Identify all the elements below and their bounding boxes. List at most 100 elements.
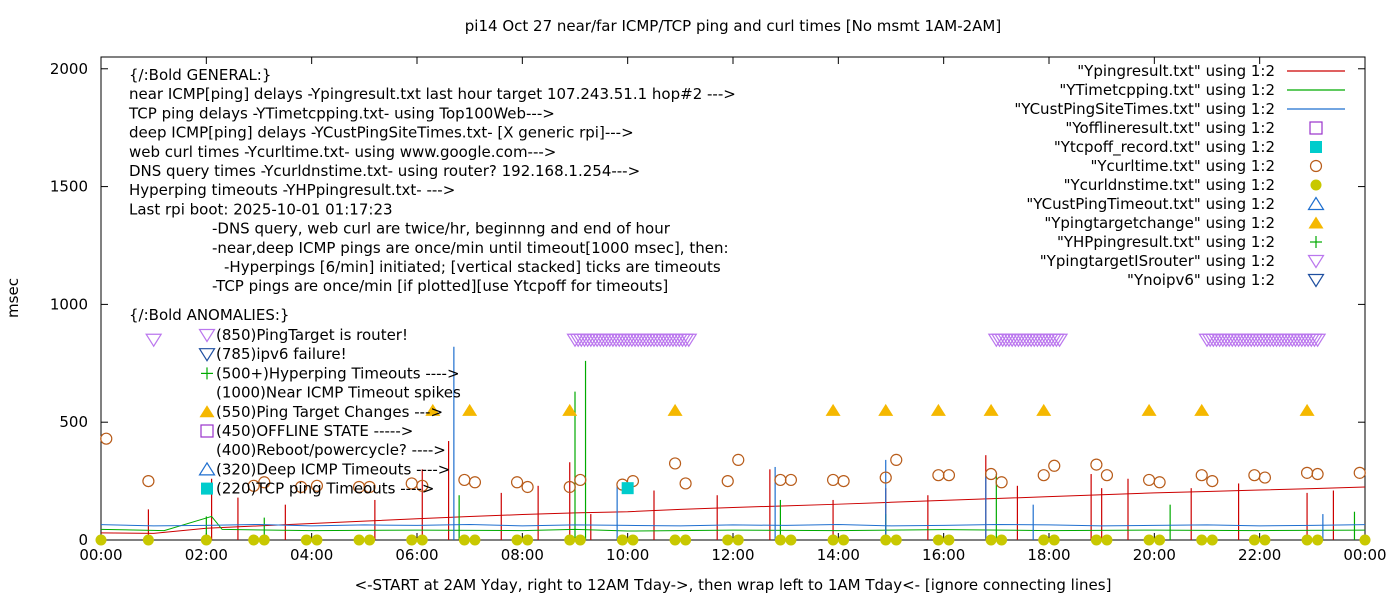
series-point — [510, 476, 524, 489]
series-point — [1101, 534, 1113, 546]
series-point — [1142, 473, 1156, 487]
series-point — [458, 473, 471, 487]
legend-label: "YHPpingresult.txt" using 1:2 — [1057, 233, 1275, 251]
x-tick-label: 14:00 — [817, 546, 860, 564]
info-line: DNS query times -Ycurldnstime.txt- using… — [129, 162, 640, 180]
legend-swatch — [1307, 273, 1325, 288]
anomaly-marker — [198, 461, 216, 476]
info-line: web curl times -Ycurltime.txt- using www… — [129, 143, 556, 161]
series-point — [880, 534, 892, 546]
series-point — [142, 474, 155, 488]
chart-title: pi14 Oct 27 near/far ICMP/TCP ping and c… — [465, 17, 1001, 35]
series-point — [1258, 471, 1272, 484]
y-axis-label: msec — [4, 278, 22, 318]
series-point — [1311, 467, 1324, 481]
anomaly-label: (450)OFFLINE STATE -----> — [216, 422, 413, 440]
series-point — [732, 534, 744, 546]
info-line: near ICMP[ping] delays -Ypingresult.txt … — [129, 85, 736, 103]
series-point — [416, 479, 429, 492]
series-point — [984, 467, 998, 481]
series-point — [784, 473, 798, 487]
series-point — [1036, 403, 1052, 416]
series-point — [732, 453, 745, 466]
series-point — [353, 534, 365, 546]
series-point — [574, 534, 586, 546]
series-point — [1206, 474, 1219, 488]
series-point — [469, 534, 481, 546]
anomaly-marker — [201, 367, 213, 380]
anomaly-label: (400)Reboot/powercycle? ----> — [216, 441, 446, 459]
router-target-point — [1309, 333, 1327, 348]
series-point — [1248, 469, 1261, 482]
series-point — [722, 534, 734, 546]
series-point — [679, 477, 692, 490]
series-point — [248, 534, 260, 546]
series-point — [1353, 466, 1366, 479]
series-point — [247, 479, 260, 492]
series-point — [406, 534, 418, 546]
series-point — [680, 534, 692, 546]
anomaly-marker — [201, 482, 213, 495]
legend-label: "Ycurldnstime.txt" using 1:2 — [1064, 176, 1275, 194]
series-point — [363, 480, 376, 494]
x-tick-label: 18:00 — [1027, 546, 1070, 564]
legend-swatch — [1309, 159, 1323, 173]
info-line: -Hyperpings [6/min] initiated; [vertical… — [224, 258, 721, 276]
y-tick-label: 2000 — [50, 60, 88, 78]
series-point — [258, 476, 271, 489]
series-point — [838, 534, 850, 546]
series-point — [416, 534, 428, 546]
y-tick-label: 0 — [78, 531, 88, 549]
series-line — [100, 515, 1366, 532]
series-point — [667, 403, 683, 416]
info-line: -TCP pings are once/min [if plotted][use… — [212, 277, 668, 295]
anomaly-marker — [198, 348, 216, 362]
anomaly-marker — [200, 424, 214, 438]
router-target-run — [1198, 333, 1327, 348]
series-point — [774, 534, 786, 546]
x-tick-label: 16:00 — [922, 546, 965, 564]
series-point — [1143, 534, 1155, 546]
series-point — [932, 534, 944, 546]
series-line — [100, 486, 1366, 534]
x-tick-label: 00:00 — [79, 546, 122, 564]
legend: "Ypingresult.txt" using 1:2"YTimetcpping… — [1014, 62, 1345, 289]
series-point — [574, 473, 587, 487]
x-tick-label: 02:00 — [185, 546, 228, 564]
series-point — [1359, 534, 1371, 546]
series-point — [1312, 534, 1324, 546]
legend-swatch — [1307, 254, 1325, 269]
series-point — [983, 403, 999, 416]
series-point — [669, 534, 681, 546]
series-point — [468, 476, 482, 489]
legend-label: "YpingtargetISrouter" using 1:2 — [1040, 252, 1275, 270]
x-axis-label: <-START at 2AM Yday, right to 12AM Tday-… — [355, 576, 1112, 594]
series-point — [1300, 466, 1314, 479]
series-point — [890, 453, 903, 466]
series-point — [1037, 469, 1050, 482]
x-tick-label: 06:00 — [395, 546, 438, 564]
legend-label: "Ynoipv6" using 1:2 — [1127, 271, 1275, 289]
series-point — [1090, 458, 1103, 471]
y-tick-label: 1500 — [50, 178, 88, 196]
series-point — [1301, 534, 1313, 546]
series-point — [462, 403, 478, 416]
x-tick-label: 04:00 — [290, 546, 333, 564]
series-point — [522, 534, 534, 546]
series-line — [100, 523, 1366, 527]
series-point — [1259, 534, 1271, 546]
series-point — [996, 534, 1008, 546]
legend-label: "YCustPingTimeout.txt" using 1:2 — [1026, 195, 1275, 213]
legend-swatch — [1310, 179, 1322, 191]
series-point — [890, 534, 902, 546]
series-point — [521, 480, 534, 494]
legend-label: "Ycurltime.txt" using 1:2 — [1090, 157, 1275, 175]
series-point — [295, 480, 308, 494]
series-point — [458, 534, 470, 546]
series-point — [258, 534, 270, 546]
x-tick-label: 22:00 — [1238, 546, 1281, 564]
anomaly-label: (550)Ping Target Changes ---> — [216, 403, 443, 421]
info-line: Last rpi boot: 2025-10-01 01:17:23 — [129, 200, 393, 218]
info-line: Hyperping timeouts -YHPpingresult.txt- -… — [129, 181, 455, 199]
